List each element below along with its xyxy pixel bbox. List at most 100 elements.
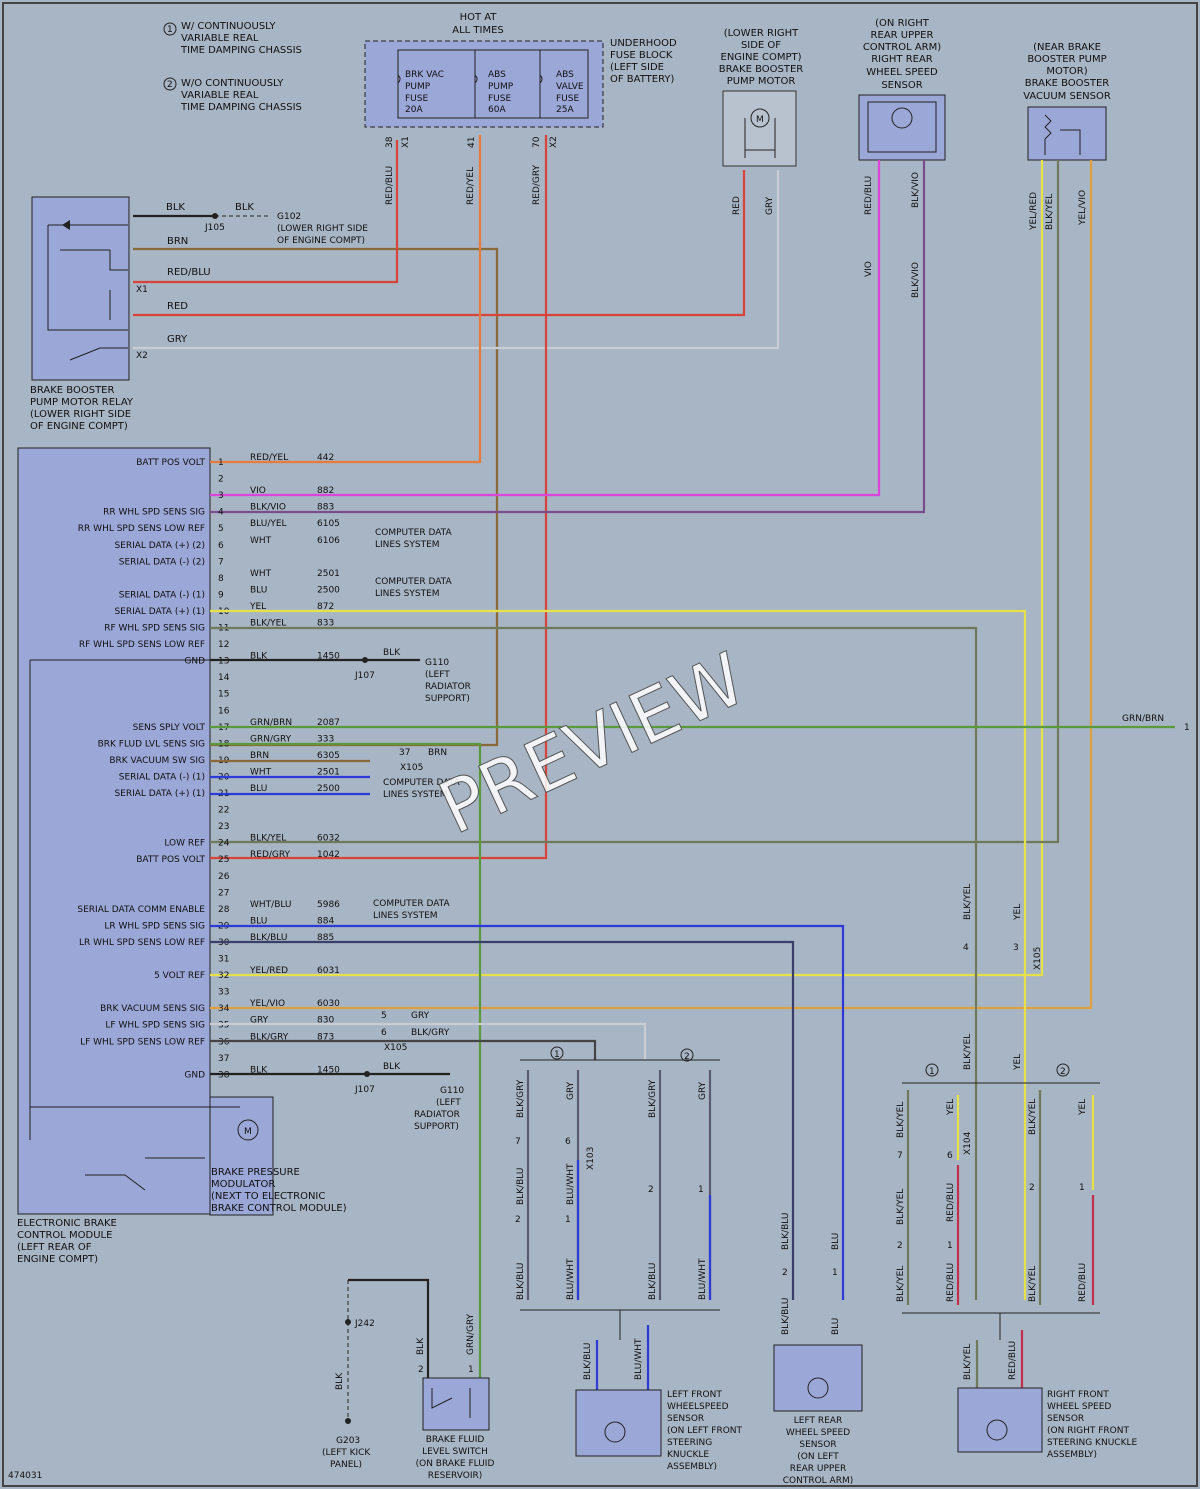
lr-w2: BLU	[831, 1233, 841, 1250]
pin-number: 5	[218, 524, 224, 534]
rf-s3: SENSOR	[1047, 1414, 1084, 1424]
ls-1: LINES SYSTEM	[375, 540, 440, 550]
pin-circuit-number: 883	[317, 503, 334, 513]
lf-s2: WHEELSPEED	[667, 1402, 729, 1412]
pump-motor-m: M	[756, 115, 764, 125]
pin-number: 4	[218, 508, 224, 518]
fluid-p2: 2	[418, 1365, 424, 1375]
rf-p6: 6	[947, 1151, 953, 1161]
pin-signal-name: BATT POS VOLT	[136, 855, 205, 865]
rf-c2: 2	[1060, 1067, 1066, 1077]
rr-l2: REAR UPPER	[871, 30, 934, 41]
pin-circuit-number: 442	[317, 453, 334, 463]
rf-p2: 2	[897, 1241, 903, 1251]
fuse-3-l3: FUSE	[556, 94, 579, 104]
pin-wire-color: RED/GRY	[250, 850, 291, 860]
rr-l3: CONTROL ARM)	[863, 42, 941, 53]
fuse-2-l1: ABS	[488, 70, 506, 80]
pin-number: 33	[218, 988, 229, 998]
lf-s5: STEERING	[667, 1438, 712, 1448]
x105-b: X105	[384, 1043, 407, 1053]
lf-w1: BLK/GRY	[516, 1079, 526, 1118]
pin-number: 37	[218, 1054, 229, 1064]
note-2-line-3: TIME DAMPING CHASSIS	[180, 102, 302, 113]
underhood-fuse-block: HOT AT ALL TIMES BRK VAC PUMP FUSE 20A A…	[364, 12, 677, 148]
rf-w11: BLK/YEL	[963, 1344, 973, 1380]
fuse-2-l4: 60A	[488, 105, 506, 115]
note-1-line-1: W/ CONTINUOUSLY	[181, 21, 276, 32]
fuse-conn-x2: X2	[549, 136, 559, 148]
cds-2: COMPUTER DATA	[375, 577, 452, 587]
lf-p2: 2	[515, 1215, 521, 1225]
pin-signal-name: SENS SPLY VOLT	[133, 723, 206, 733]
pin-wire-color: BLK/VIO	[250, 503, 286, 513]
pin-wire-color: BLU	[250, 784, 267, 794]
w-red: RED	[167, 301, 188, 312]
ls-2: LINES SYSTEM	[375, 589, 440, 599]
fuse-2-l3: FUSE	[488, 94, 511, 104]
pin-signal-name: SERIAL DATA (+) (2)	[114, 541, 205, 551]
fluid-w1: BLK	[416, 1337, 426, 1355]
g110-b2: (LEFT	[436, 1098, 461, 1108]
rf-w3: BLK/YEL	[1028, 1099, 1038, 1135]
pin-signal-name: LF WHL SPD SENS LOW REF	[80, 1037, 205, 1047]
pin-signal-name: RF WHL SPD SENS LOW REF	[79, 640, 205, 650]
j107-a: J107	[354, 671, 375, 681]
hot-at-label: HOT AT	[460, 12, 498, 23]
v-yelred: YEL/RED	[1029, 192, 1039, 231]
fuse-3-l1: ABS	[556, 70, 574, 80]
rf-s5: STEERING KNUCKLE	[1047, 1438, 1137, 1448]
pin-signal-name: RR WHL SPD SENS SIG	[103, 508, 205, 518]
notes: 1 W/ CONTINUOUSLY VARIABLE REAL TIME DAM…	[163, 21, 302, 113]
rf-p2b: 2	[1029, 1183, 1035, 1193]
lr-s6: CONTROL ARM)	[783, 1476, 854, 1486]
lf-p6: 6	[565, 1137, 571, 1147]
relay-x2: X2	[136, 351, 148, 361]
rf-w0b: YEL	[1013, 1054, 1023, 1071]
ebcm-l4: ENGINE COMPT)	[17, 1254, 98, 1265]
diagram-id: 474031	[8, 1471, 42, 1481]
pin-circuit-number: 6031	[317, 966, 340, 976]
lr-w4: BLU	[831, 1318, 841, 1335]
note-1-line-2: VARIABLE REAL	[181, 33, 259, 44]
pin-number: 24	[218, 839, 230, 849]
pin-circuit-number: 833	[317, 619, 334, 629]
pin-number: 2	[218, 475, 224, 485]
electronic-brake-control-module: M ELECTRONIC BRAKE CONTROL MODULE (LEFT …	[17, 447, 347, 1265]
lf-p2b: 2	[648, 1185, 654, 1195]
rf-w2: YEL	[946, 1099, 956, 1116]
pin-circuit-number: 2500	[317, 784, 340, 794]
ls-3: LINES SYSTEM	[383, 790, 448, 800]
g203-l3: PANEL)	[330, 1460, 362, 1470]
pin-circuit-number: 6305	[317, 751, 340, 761]
lr-s2: WHEEL SPEED	[786, 1428, 850, 1438]
ebcm-l2: CONTROL MODULE	[17, 1230, 112, 1241]
lr-w3: BLK/BLU	[781, 1298, 791, 1335]
right-front-harness: BLK/YEL YEL 1 2 BLK/YEL YEL BLK/YEL YEL …	[896, 1034, 1137, 1460]
pin-circuit-number: 6030	[317, 999, 340, 1009]
lr-s3: SENSOR	[799, 1440, 836, 1450]
pin-signal-name: BATT POS VOLT	[136, 458, 205, 468]
lf-s1: LEFT FRONT	[667, 1390, 722, 1400]
pin-signal-name: GND	[184, 657, 205, 667]
lf-w7: BLK/BLU	[516, 1263, 526, 1300]
pin-wire-color: BLU	[250, 916, 267, 926]
fuse-block-title-2: FUSE BLOCK	[610, 50, 673, 61]
pin-circuit-number: 830	[317, 1016, 334, 1026]
rf-w5: BLK/YEL	[896, 1189, 906, 1225]
pin-circuit-number: 6105	[317, 519, 340, 529]
pin-wire-color: BLK/YEL	[250, 834, 286, 844]
lf-w11: BLK/BLU	[583, 1343, 593, 1380]
pin-circuit-number: 885	[317, 933, 334, 943]
left-front-harness: 1 2 BLK/GRY GRY BLK/GRY GRY 7 6 X103 BLK…	[515, 1046, 743, 1472]
v-yelvio: YEL/VIO	[1078, 190, 1088, 226]
pin-signal-name: 5 VOLT REF	[154, 971, 205, 981]
g110-a3: RADIATOR	[425, 682, 471, 692]
pin-number: 28	[218, 905, 230, 915]
lf-p1: 1	[565, 1215, 571, 1225]
g110-b3: RADIATOR	[414, 1110, 460, 1120]
fluid-s3: (ON BRAKE FLUID	[416, 1459, 495, 1469]
lf-c2: 2	[684, 1052, 690, 1062]
relay-x1: X1	[136, 285, 148, 295]
fuse-block-title-1: UNDERHOOD	[610, 38, 677, 49]
